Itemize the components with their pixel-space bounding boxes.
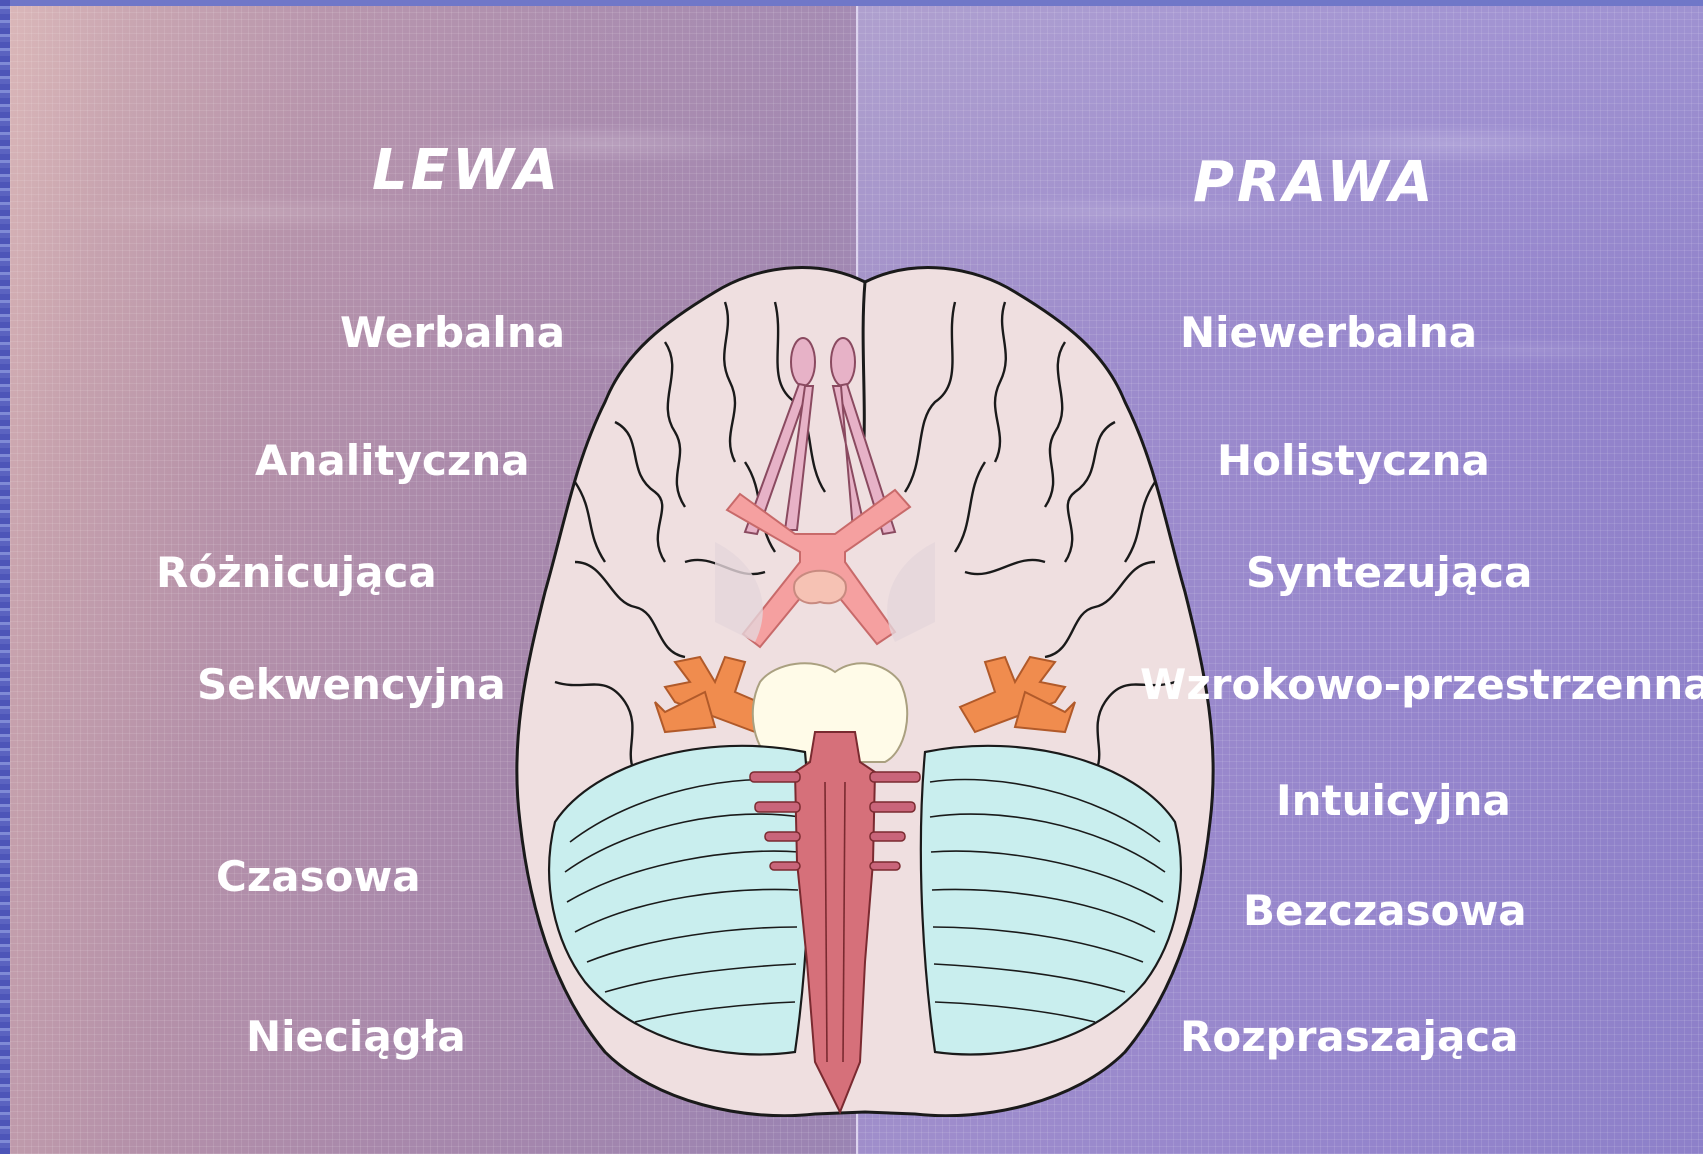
left-trait-3: Różnicująca bbox=[156, 548, 437, 597]
right-heading: PRAWA bbox=[1193, 150, 1436, 215]
brain-illustration bbox=[515, 262, 1215, 1117]
right-trait-3: Syntezująca bbox=[1246, 548, 1532, 597]
right-trait-2: Holistyczna bbox=[1217, 436, 1490, 485]
right-trait-7: Rozpraszająca bbox=[1180, 1012, 1519, 1061]
left-trait-4: Sekwencyjna bbox=[197, 660, 506, 709]
left-heading: LEWA bbox=[372, 138, 561, 203]
sea-strip bbox=[0, 0, 10, 1154]
left-trait-2: Analityczna bbox=[255, 436, 530, 485]
right-trait-4: Wzrokowo-przestrzenna bbox=[1140, 660, 1703, 709]
left-trait-1: Werbalna bbox=[340, 308, 565, 357]
right-trait-6: Bezczasowa bbox=[1243, 886, 1527, 935]
left-trait-5: Czasowa bbox=[216, 852, 421, 901]
right-trait-1: Niewerbalna bbox=[1180, 308, 1477, 357]
right-trait-5: Intuicyjna bbox=[1276, 776, 1511, 825]
left-trait-6: Nieciągła bbox=[246, 1012, 466, 1061]
